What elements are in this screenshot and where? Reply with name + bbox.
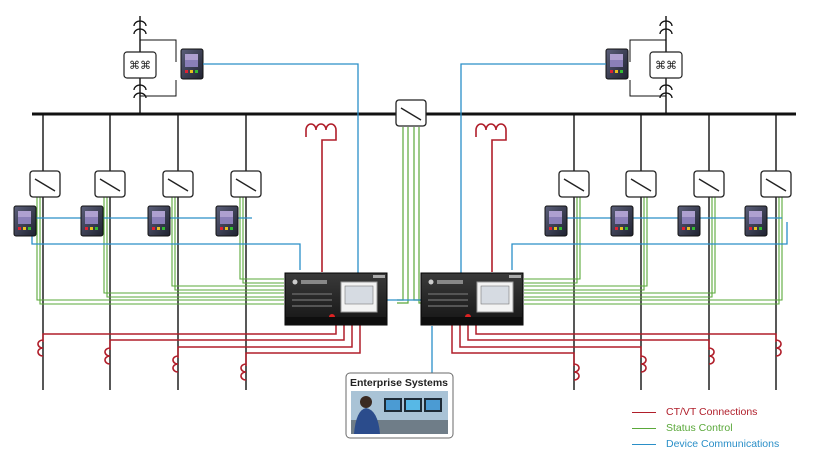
right-transformer-feeder: ⌘⌘ [605, 16, 683, 114]
transformer-icon [123, 51, 157, 79]
legend-swatch [632, 411, 656, 413]
feeder-breaker-icon [94, 170, 126, 198]
relay-icon [147, 205, 171, 237]
relay-icon [610, 205, 634, 237]
bus-tie-breaker-icon [395, 99, 427, 127]
feeder-lines [42, 114, 777, 390]
relay-icon [544, 205, 568, 237]
relay-icon [215, 205, 239, 237]
substation-controller-icon [284, 272, 388, 326]
feeder-breaker-icon [162, 170, 194, 198]
feeder-breaker-icon [230, 170, 262, 198]
relay-icon [13, 205, 37, 237]
status-control-lines [397, 127, 421, 304]
legend-item: Device Communications [632, 436, 818, 452]
feeder-breaker-icon [29, 170, 61, 198]
relay-icon [80, 205, 104, 237]
legend-swatch [632, 443, 656, 445]
legend-label: Status Control [666, 422, 733, 434]
feeder-breaker-icon [760, 170, 792, 198]
current-transformer-icon [37, 339, 782, 381]
voltage-transformer-left [305, 123, 337, 272]
svg-text:⌘⌘: ⌘⌘ [129, 59, 151, 72]
legend: CT/VT Connections Status Control Device … [632, 404, 818, 452]
svg-text:⌘⌘: ⌘⌘ [655, 59, 677, 72]
legend-label: CT/VT Connections [666, 406, 758, 418]
relay-icon [605, 48, 629, 80]
legend-label: Device Communications [666, 438, 780, 450]
left-transformer-feeder: ⌘⌘ [123, 16, 204, 114]
relay-icon [677, 205, 701, 237]
feeder-breaker-icon [558, 170, 590, 198]
legend-item: CT/VT Connections [632, 404, 818, 420]
operator-workstation-icon [351, 391, 448, 434]
relay-icon [744, 205, 768, 237]
transformer-icon [649, 51, 683, 79]
relay-icon [180, 48, 204, 80]
voltage-transformer-right [475, 123, 507, 272]
feeder-breaker-icon [625, 170, 657, 198]
legend-item: Status Control [632, 420, 818, 436]
substation-controller-icon [420, 272, 524, 326]
enterprise-systems-panel: Enterprise Systems [345, 372, 454, 439]
legend-swatch [632, 427, 656, 429]
feeder-breaker-icon [693, 170, 725, 198]
enterprise-systems-label: Enterprise Systems [350, 377, 448, 389]
